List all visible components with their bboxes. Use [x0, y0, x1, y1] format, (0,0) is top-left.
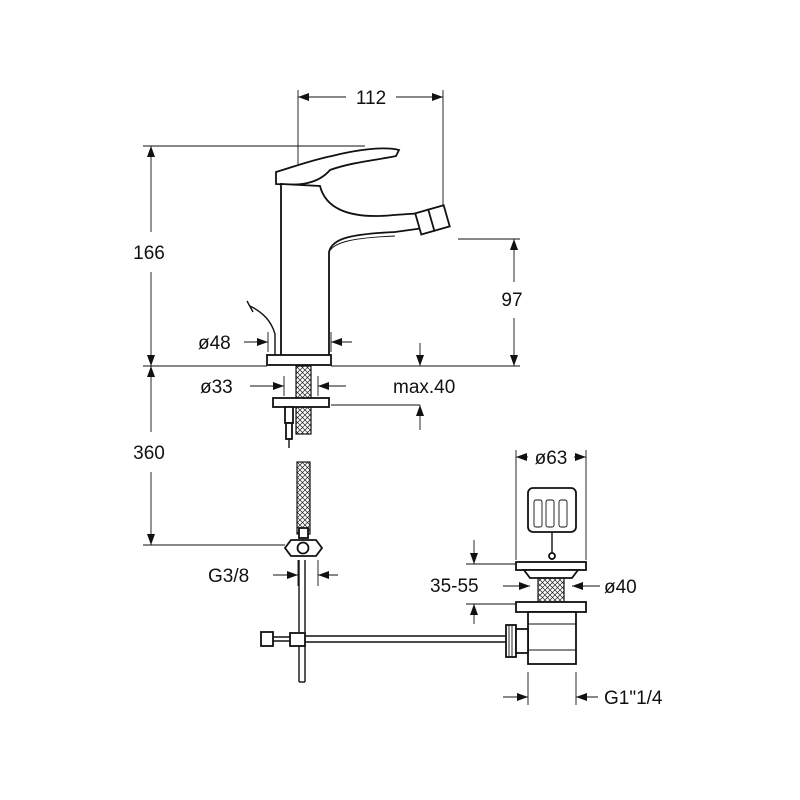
flexible-hose: [296, 461, 311, 539]
label-diameter-48: ø48: [198, 333, 231, 354]
horizontal-link-rod: [305, 635, 506, 643]
waste-side-connector: [505, 624, 529, 658]
fixing-shank: [272, 365, 330, 448]
waste-flange: [515, 561, 587, 579]
dimension-35-55: 35-55: [430, 540, 516, 624]
hose-connector-nut: [283, 539, 324, 557]
dimension-360: 360: [133, 366, 285, 546]
bidet-nozzle: [414, 204, 451, 236]
label-diameter-63: ø63: [535, 448, 568, 469]
mixer-lever: [275, 147, 401, 186]
label-max-40: max.40: [393, 377, 455, 398]
dimension-166: 166: [133, 145, 365, 367]
mixer-body: [280, 183, 425, 357]
mixer-base: [266, 354, 332, 366]
label-g1-1-4: G1"1/4: [604, 688, 663, 709]
dimension-max-40: max.40: [331, 343, 455, 430]
label-diameter-40: ø40: [604, 577, 637, 598]
dimension-97: 97: [331, 238, 523, 367]
label-g3-8: G3/8: [208, 566, 249, 587]
dimension-diameter-48: ø48: [198, 332, 352, 354]
label-97: 97: [501, 290, 522, 311]
dimension-g1-1-4: G1"1/4: [503, 672, 663, 709]
dimension-g3-8: G3/8: [208, 560, 338, 587]
label-360: 360: [133, 443, 165, 464]
waste-plug-head: [527, 487, 577, 560]
dimension-112: 112: [297, 88, 444, 205]
dimension-diameter-33: ø33: [200, 376, 346, 398]
dimension-diameter-63: ø63: [515, 448, 587, 560]
label-112: 112: [356, 88, 386, 109]
popup-rod: [260, 560, 306, 683]
dimension-diameter-40: ø40: [503, 577, 637, 598]
waste-body: [515, 577, 587, 665]
label-166: 166: [133, 243, 165, 264]
label-35-55: 35-55: [430, 576, 479, 597]
popup-lever: [246, 300, 276, 358]
label-diameter-33: ø33: [200, 377, 233, 398]
